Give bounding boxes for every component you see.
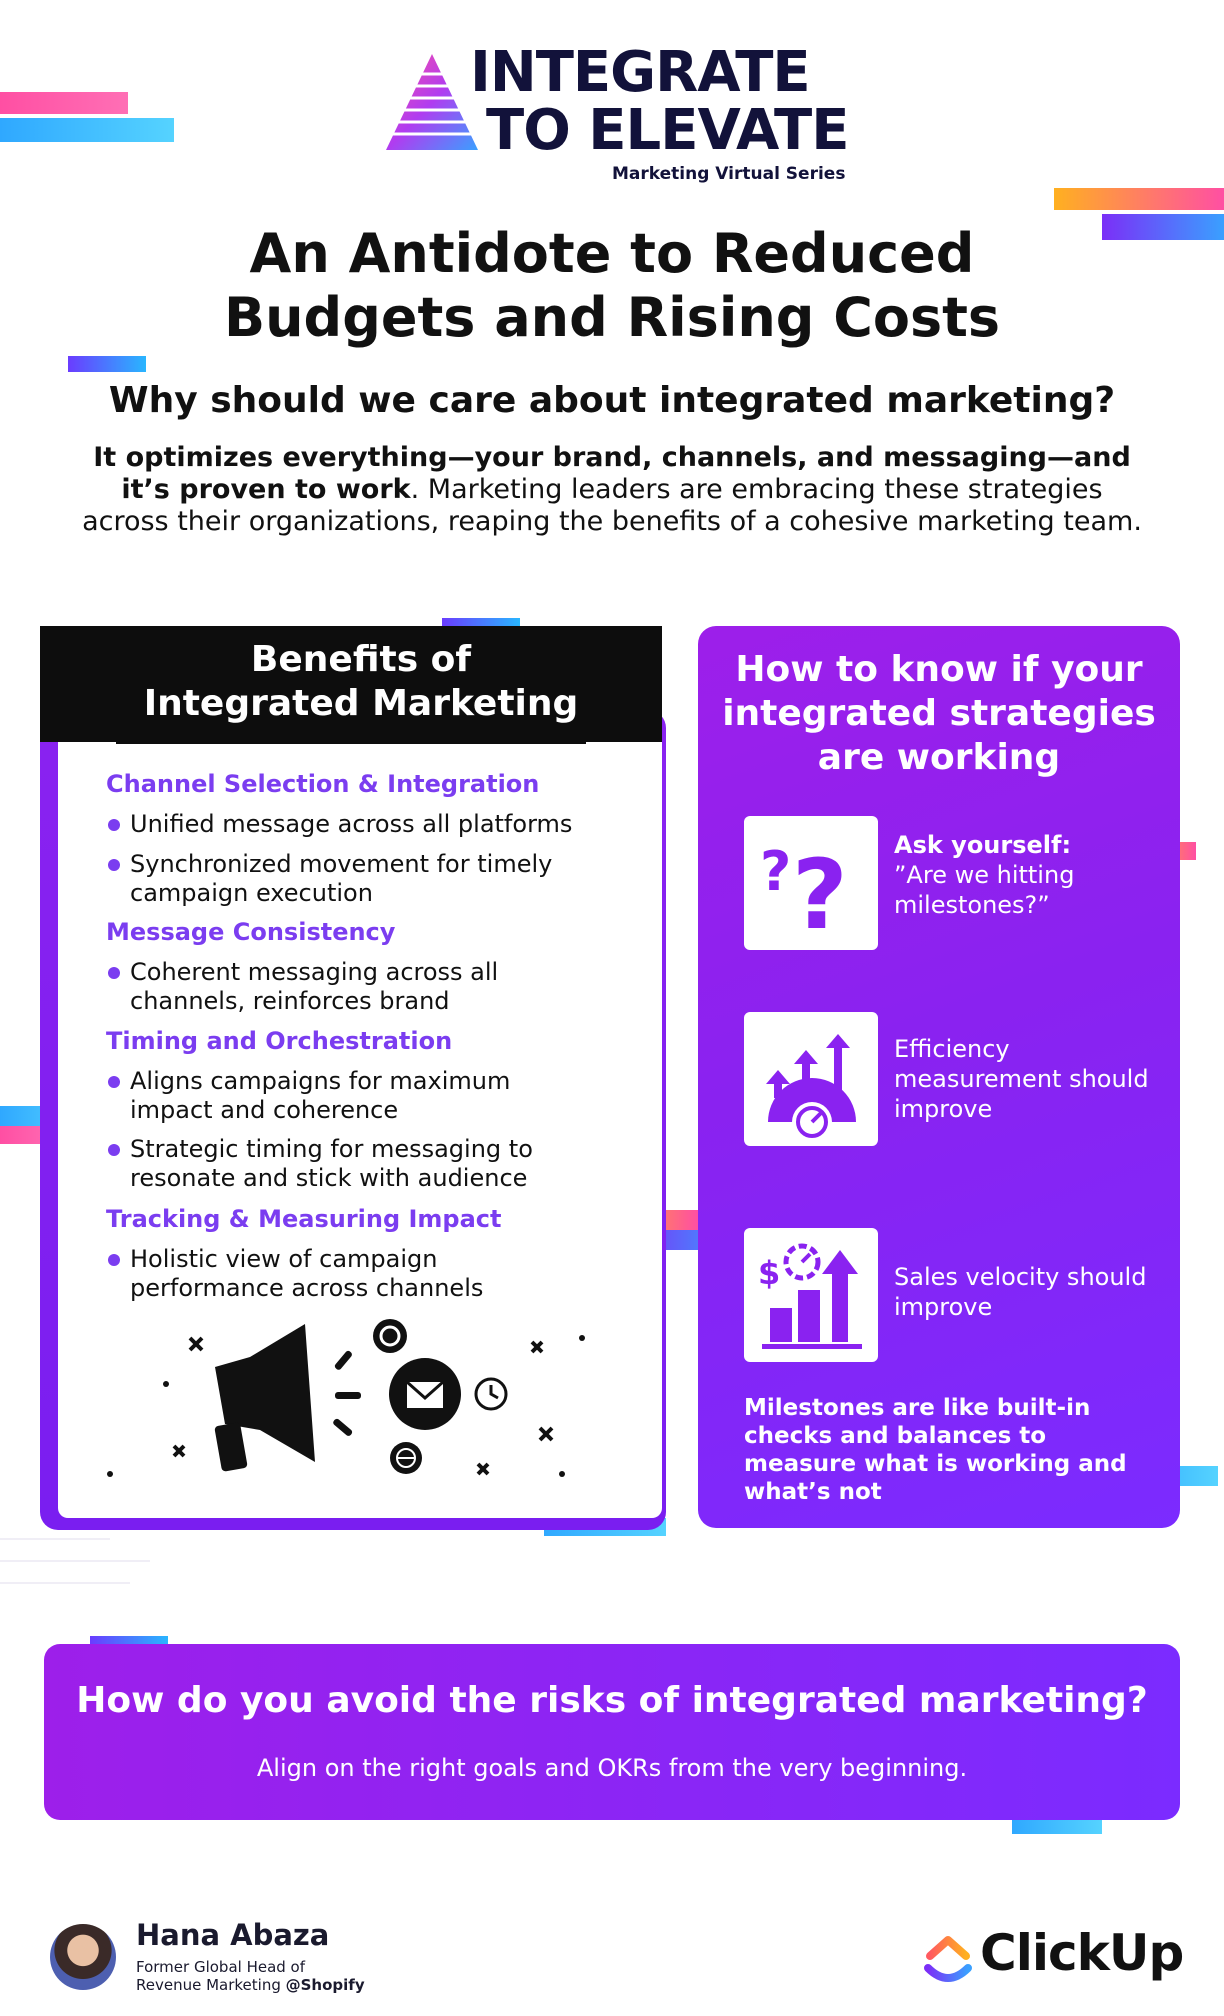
logo-text-line1: INTEGRATE <box>470 40 811 105</box>
benefits-title-line1: Benefits of <box>250 639 472 680</box>
benefits-bullet: Aligns campaigns for maximum impact and … <box>108 1067 550 1125</box>
benefits-title-line2: Integrated Marketing <box>143 683 579 724</box>
efficiency-gauge-icon <box>744 1012 878 1146</box>
know-title-line3: are working <box>817 737 1061 778</box>
decor-bar <box>0 92 128 114</box>
benefits-section-heading: Tracking & Measuring Impact <box>106 1205 502 1233</box>
benefits-section-heading: Message Consistency <box>106 918 396 946</box>
know-item-text: Sales velocity should improve <box>894 1263 1147 1321</box>
decor-line <box>0 1560 150 1562</box>
sales-growth-chart-icon: $ <box>744 1228 878 1362</box>
know-title-line1: How to know if your <box>735 649 1143 690</box>
clickup-brand: ClickUp <box>980 1924 1184 1982</box>
person-role-line1: Former Global Head of <box>136 1958 306 1976</box>
benefits-header <box>40 626 662 742</box>
intro-bold: It optimizes everything—your brand, chan… <box>93 442 1131 505</box>
clickup-logo-icon <box>924 1936 972 1982</box>
decor-bar <box>1054 188 1224 210</box>
know-item-body: ”Are we hitting milestones?” <box>894 861 1075 919</box>
benefits-bullet: Synchronized movement for timely campaig… <box>108 850 590 908</box>
know-title: How to know if your integrated strategie… <box>698 648 1180 780</box>
svg-text:?: ? <box>792 839 848 950</box>
benefits-bullet: Unified message across all platforms <box>108 810 670 839</box>
decor-bar <box>1102 214 1224 240</box>
question-marks-icon: ? ? <box>744 816 878 951</box>
benefits-bullet: Coherent messaging across all channels, … <box>108 958 550 1016</box>
benefits-bullet: Holistic view of campaign performance ac… <box>108 1245 550 1303</box>
svg-text:?: ? <box>760 840 791 903</box>
page-title: An Antidote to Reduced Budgets and Risin… <box>0 222 1224 350</box>
page-title-line2: Budgets and Rising Costs <box>223 286 1001 349</box>
decor-bar <box>1012 1816 1102 1834</box>
megaphone-illustration-icon <box>107 1319 585 1477</box>
risks-banner <box>44 1644 1180 1820</box>
question-heading: Why should we care about integrated mark… <box>108 380 1116 421</box>
logo-pyramid-icon <box>384 54 480 150</box>
page-title-line1: An Antidote to Reduced <box>249 222 975 285</box>
benefits-title: Benefits of Integrated Marketing <box>40 638 682 726</box>
benefits-bullet: Strategic timing for messaging to resona… <box>108 1135 590 1193</box>
know-item-bold: Ask yourself: <box>894 831 1072 859</box>
decor-line <box>0 1582 130 1584</box>
know-title-line2: integrated strategies <box>722 693 1156 734</box>
person-name: Hana Abaza <box>136 1918 330 1952</box>
person-role: Former Global Head of Revenue Marketing … <box>136 1958 365 1994</box>
benefits-section-heading: Channel Selection & Integration <box>106 770 540 798</box>
intro-rest: . Marketing leaders are embracing these … <box>82 474 1142 537</box>
person-role-line2: Revenue Marketing @Shopify <box>136 1976 365 1994</box>
risks-subtitle: Align on the right goals and OKRs from t… <box>256 1754 968 1782</box>
intro-paragraph: It optimizes everything—your brand, chan… <box>80 442 1144 538</box>
benefits-card-inner <box>58 718 662 1518</box>
decor-bar <box>68 356 146 372</box>
know-item-text: Ask yourself: ”Are we hitting milestones… <box>894 830 1164 920</box>
risks-title: How do you avoid the risks of integrated… <box>76 1680 1148 1721</box>
know-item-text: Efficiency measurement should improve <box>894 1035 1149 1123</box>
decor-bar <box>0 118 174 142</box>
benefits-section-heading: Timing and Orchestration <box>106 1027 453 1055</box>
know-footer: Milestones are like built-in checks and … <box>744 1395 1127 1505</box>
avatar <box>50 1924 116 1990</box>
decor-line <box>0 1538 110 1540</box>
logo-subtitle: Marketing Virtual Series <box>612 164 846 184</box>
logo-text-line2: TO ELEVATE <box>486 98 849 163</box>
benefits-header-tab <box>116 730 586 744</box>
svg-text:$: $ <box>758 1254 780 1292</box>
